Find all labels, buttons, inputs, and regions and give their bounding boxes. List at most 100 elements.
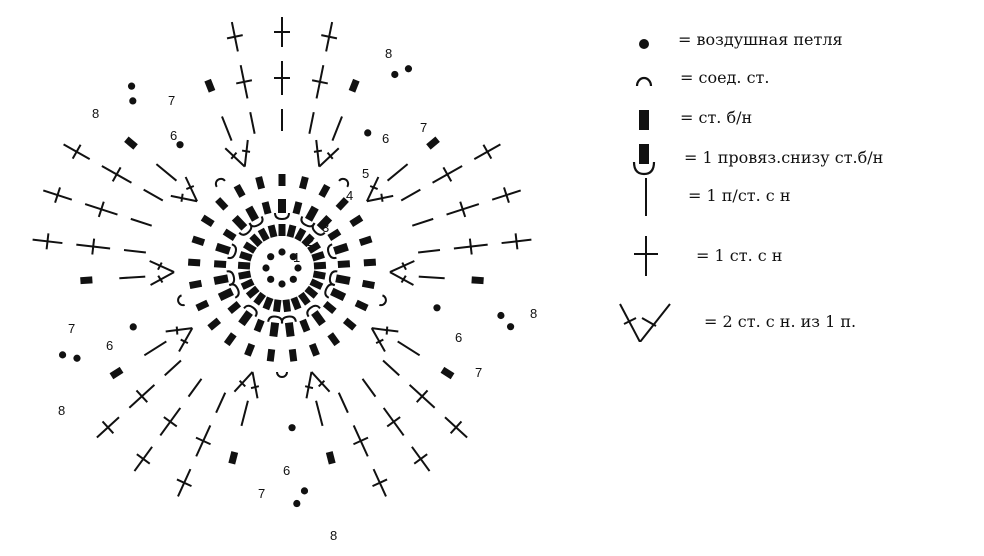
sc-block [327,228,342,241]
hdc-stitch [397,340,421,357]
sc-block [304,285,319,299]
v-stitch [233,371,260,399]
row-number: 8 [92,106,99,121]
dc-crossbar [236,79,253,85]
dc-crossbar [195,436,211,446]
dc-crossbar [482,144,493,160]
fpsc-hook [226,270,236,287]
v-tick [157,262,163,271]
fpsc-hook [274,212,290,221]
fpsc-hook [243,304,258,318]
v-stitch [170,176,198,203]
hdc-stitch [308,112,315,134]
sc-block [240,278,255,290]
hdc-stitch [215,392,227,414]
fpsc-block [213,274,229,285]
fpsc-stitch [327,242,349,260]
chain-dot [267,275,275,283]
sc-block [311,251,325,262]
v-right [389,271,414,286]
v-right [305,371,313,399]
chain-dot [289,275,297,283]
hdc-stitch [418,249,441,254]
sc-block [273,299,282,313]
hdc-stitch [119,275,146,280]
slip-stitch-arc [379,294,387,307]
fpsc-hook [280,315,297,324]
sc-block [249,233,263,248]
dc-crossbar [415,389,429,403]
sc-block [244,342,256,357]
sc-block [204,78,216,93]
chain-dot [58,351,67,359]
row-number: 6 [106,338,113,353]
sc-block [80,276,93,285]
sc-block [426,136,440,150]
hdc-stitch [249,112,256,134]
legend-text-v: = 2 ст. с н. из 1 п. [704,312,857,331]
v-tick [313,149,323,153]
sc-block [307,241,322,254]
fpsc-stitch [324,283,347,301]
fpsc-block [231,214,248,231]
fpsc-hook [324,283,336,299]
fpsc-stitch [267,315,284,337]
chain-dot [404,65,413,73]
dc-crossbar [163,416,178,428]
v-left [224,147,246,168]
dc-crossbar [442,166,453,182]
sc-block [309,278,324,290]
sc-block [189,279,203,290]
dc-crossbar [91,238,96,255]
v-left [366,176,380,202]
dc-crossbar [136,453,151,465]
sc-block [337,260,351,268]
sc-block [322,300,337,315]
dc-crossbar [176,478,192,488]
chain-dot [293,499,301,508]
v-left [371,327,399,333]
v-tick [401,262,407,271]
dc-crossbar [54,187,61,203]
hdc-stitch [143,188,164,202]
v-left [251,371,259,399]
sc-block [207,317,222,331]
slip-stitch-arc [214,177,226,188]
chain-dot [289,253,297,261]
row-number: 6 [382,131,389,146]
sc-block [239,251,253,262]
v-tick [180,193,184,202]
legend-row-v: = 2 ст. с н. из 1 п. [612,302,972,342]
dc-crossbar [111,166,122,182]
v-right [243,139,249,167]
fpsc-block [269,322,280,337]
v-right [149,260,175,273]
sc-block [301,233,315,248]
fpsc-hook [238,222,253,236]
fpsc-block [333,242,349,255]
legend-row-chain: = воздушная петля [612,20,972,60]
v-stitch [366,176,394,203]
legend-row-slip: = соед. ст. [612,58,972,98]
dc-crossbar [514,233,519,250]
sc-block [440,366,455,380]
dc-crossbar [97,201,105,218]
fpsc-stitch [280,315,297,337]
fpsc-block [311,310,326,327]
chain-dot [506,323,515,331]
v-left [310,371,331,393]
sc-block [237,261,251,270]
legend-text-fpsc: = 1 провяз.снизу ст.б/н [684,148,884,167]
sc-block [358,235,373,246]
chain-dot [497,311,505,320]
fpsc-hook [311,222,326,236]
sc-block [227,300,242,315]
fpsc-stitch [238,304,258,327]
fpsc-stitch [306,304,326,327]
chain-dot [278,248,286,256]
fpsc-block [245,205,260,222]
sc-block [348,78,360,93]
sc-block [286,224,297,238]
sc-block [299,176,309,190]
sc-block [266,348,276,362]
